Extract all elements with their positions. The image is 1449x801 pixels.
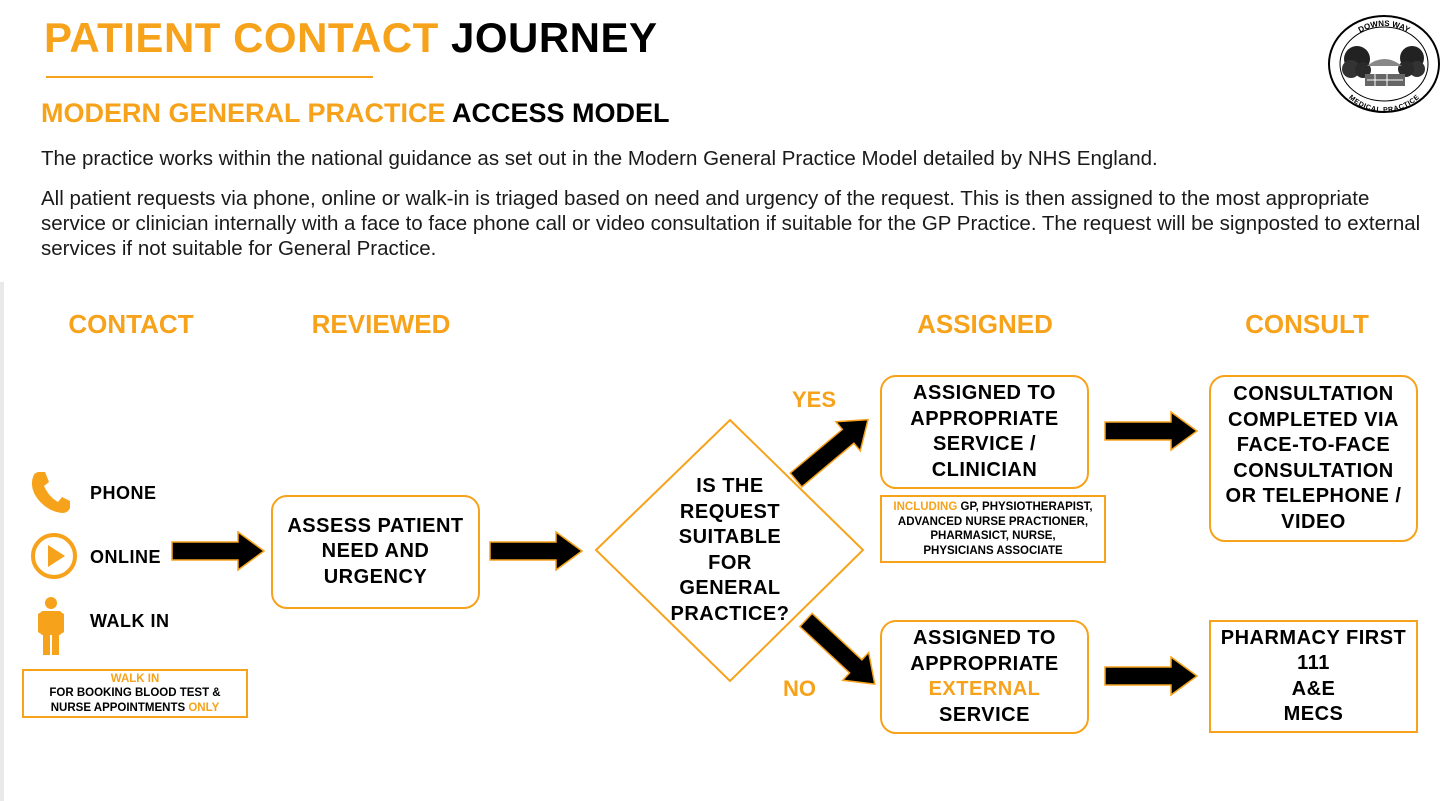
stage-assigned: ASSIGNED xyxy=(917,309,1053,339)
arrow-up-right-icon xyxy=(789,418,869,488)
walk-in-note-line1: FOR BOOKING BLOOD TEST & xyxy=(49,687,221,700)
stage-consult: CONSULT xyxy=(1245,309,1369,339)
walk-in-note-line2-suffix: ONLY xyxy=(188,701,220,714)
consult-internal-line4: CONSULTATION xyxy=(1233,459,1394,482)
person-icon xyxy=(38,597,64,655)
assigned-external-box: ASSIGNED TO APPROPRIATE EXTERNAL SERVICE xyxy=(880,620,1089,734)
practice-logo: DOWNS WAY MEDICAL PRACTICE xyxy=(1327,14,1441,114)
including-note: INCLUDING GP, PHYSIOTHERAPIST, ADVANCED … xyxy=(880,495,1106,563)
walk-in-note-heading: WALK IN xyxy=(110,672,160,685)
arrow-right-icon xyxy=(489,530,584,572)
including-note-line1: INCLUDING GP, PHYSIOTHERAPIST, xyxy=(893,500,1092,515)
consult-external-line4: MECS xyxy=(1283,703,1344,725)
assess-line1: ASSESS PATIENT xyxy=(287,514,464,537)
walk-in-note: WALK IN FOR BOOKING BLOOD TEST & NURSE A… xyxy=(22,669,248,718)
consult-external-line3: A&E xyxy=(1291,677,1336,700)
assigned-external-line3: EXTERNAL xyxy=(928,678,1041,700)
channel-phone: PHONE xyxy=(90,483,157,503)
assigned-internal-line3: SERVICE / xyxy=(932,433,1037,455)
arrow-right-icon xyxy=(1104,655,1199,697)
assess-line3: URGENCY xyxy=(323,565,428,588)
decision-line4: FOR xyxy=(708,551,752,574)
description-paragraph: All patient requests via phone, online o… xyxy=(41,187,1421,260)
consult-external-box: PHARMACY FIRST 111 A&E MECS xyxy=(1209,620,1418,733)
play-icon xyxy=(30,532,78,580)
consult-external-line1: PHARMACY FIRST xyxy=(1220,626,1407,649)
decision-line6: PRACTICE? xyxy=(670,602,790,625)
decision-text: IS THE REQUEST SUITABLE FOR GENERAL PRAC… xyxy=(660,474,800,628)
including-list-1: GP, PHYSIOTHERAPIST, xyxy=(960,501,1093,513)
consult-internal-line6: VIDEO xyxy=(1281,510,1346,533)
assigned-internal-line4: CLINICIAN xyxy=(931,458,1038,481)
decision-line2: REQUEST xyxy=(679,500,781,523)
arrow-right-icon xyxy=(1104,410,1199,452)
channel-online: ONLINE xyxy=(90,547,162,567)
yes-label: YES xyxy=(792,387,837,412)
consult-external-line2: 111 xyxy=(1297,652,1330,674)
arrow-down-right-icon xyxy=(798,612,876,685)
including-list-3: PHARMASICT, NURSE, xyxy=(930,530,1056,542)
consult-internal-line2: COMPLETED VIA xyxy=(1228,408,1399,431)
phone-icon xyxy=(30,470,70,514)
no-label: NO xyxy=(783,676,816,701)
assess-line2: NEED AND xyxy=(321,540,430,563)
assess-box: ASSESS PATIENT NEED AND URGENCY xyxy=(271,495,480,609)
decision-line3: SUITABLE xyxy=(678,526,782,549)
assigned-internal-line2: APPROPRIATE xyxy=(910,407,1059,430)
consult-internal-box: CONSULTATION COMPLETED VIA FACE-TO-FACE … xyxy=(1209,375,1418,542)
including-list-4: PHYSICIANS ASSOCIATE xyxy=(923,544,1063,557)
including-prefix: INCLUDING xyxy=(893,501,958,513)
assigned-external-line2: APPROPRIATE xyxy=(910,652,1059,675)
decision-line1: IS THE xyxy=(696,475,764,497)
subtitle-rest: ACCESS MODEL xyxy=(452,98,670,128)
section-heading: MODERN GENERAL PRACTICE ACCESS MODEL xyxy=(41,98,670,129)
assigned-external-line4: SERVICE xyxy=(939,703,1030,726)
title-underline xyxy=(46,76,373,78)
intro-paragraph: The practice works within the national g… xyxy=(41,147,1158,170)
consult-internal-line3: FACE-TO-FACE xyxy=(1236,434,1391,456)
decision-diamond xyxy=(594,418,865,683)
arrow-right-icon xyxy=(171,530,266,572)
walk-in-note-line2: NURSE APPOINTMENTS ONLY xyxy=(51,701,219,716)
assigned-internal-box: ASSIGNED TO APPROPRIATE SERVICE / CLINIC… xyxy=(880,375,1089,489)
title-highlight: PATIENT CONTACT xyxy=(44,14,439,61)
assigned-internal-line1: ASSIGNED TO xyxy=(913,382,1056,404)
slide-edge xyxy=(0,282,4,801)
assigned-external-line1: ASSIGNED TO xyxy=(913,627,1056,649)
channel-walk-in: WALK IN xyxy=(90,611,170,631)
consult-internal-line1: CONSULTATION xyxy=(1233,383,1394,405)
including-list-2: ADVANCED NURSE PRACTIONER, xyxy=(897,515,1089,528)
stage-contact: CONTACT xyxy=(68,309,194,339)
subtitle-highlight: MODERN GENERAL PRACTICE xyxy=(41,98,446,128)
stage-reviewed: REVIEWED xyxy=(311,309,451,339)
title-rest: JOURNEY xyxy=(450,14,658,61)
walk-in-note-line2-prefix: NURSE APPOINTMENTS xyxy=(50,701,186,714)
page-title: PATIENT CONTACT JOURNEY xyxy=(44,14,658,62)
decision-line5: GENERAL xyxy=(679,577,781,600)
consult-internal-line5: OR TELEPHONE / xyxy=(1225,485,1402,507)
